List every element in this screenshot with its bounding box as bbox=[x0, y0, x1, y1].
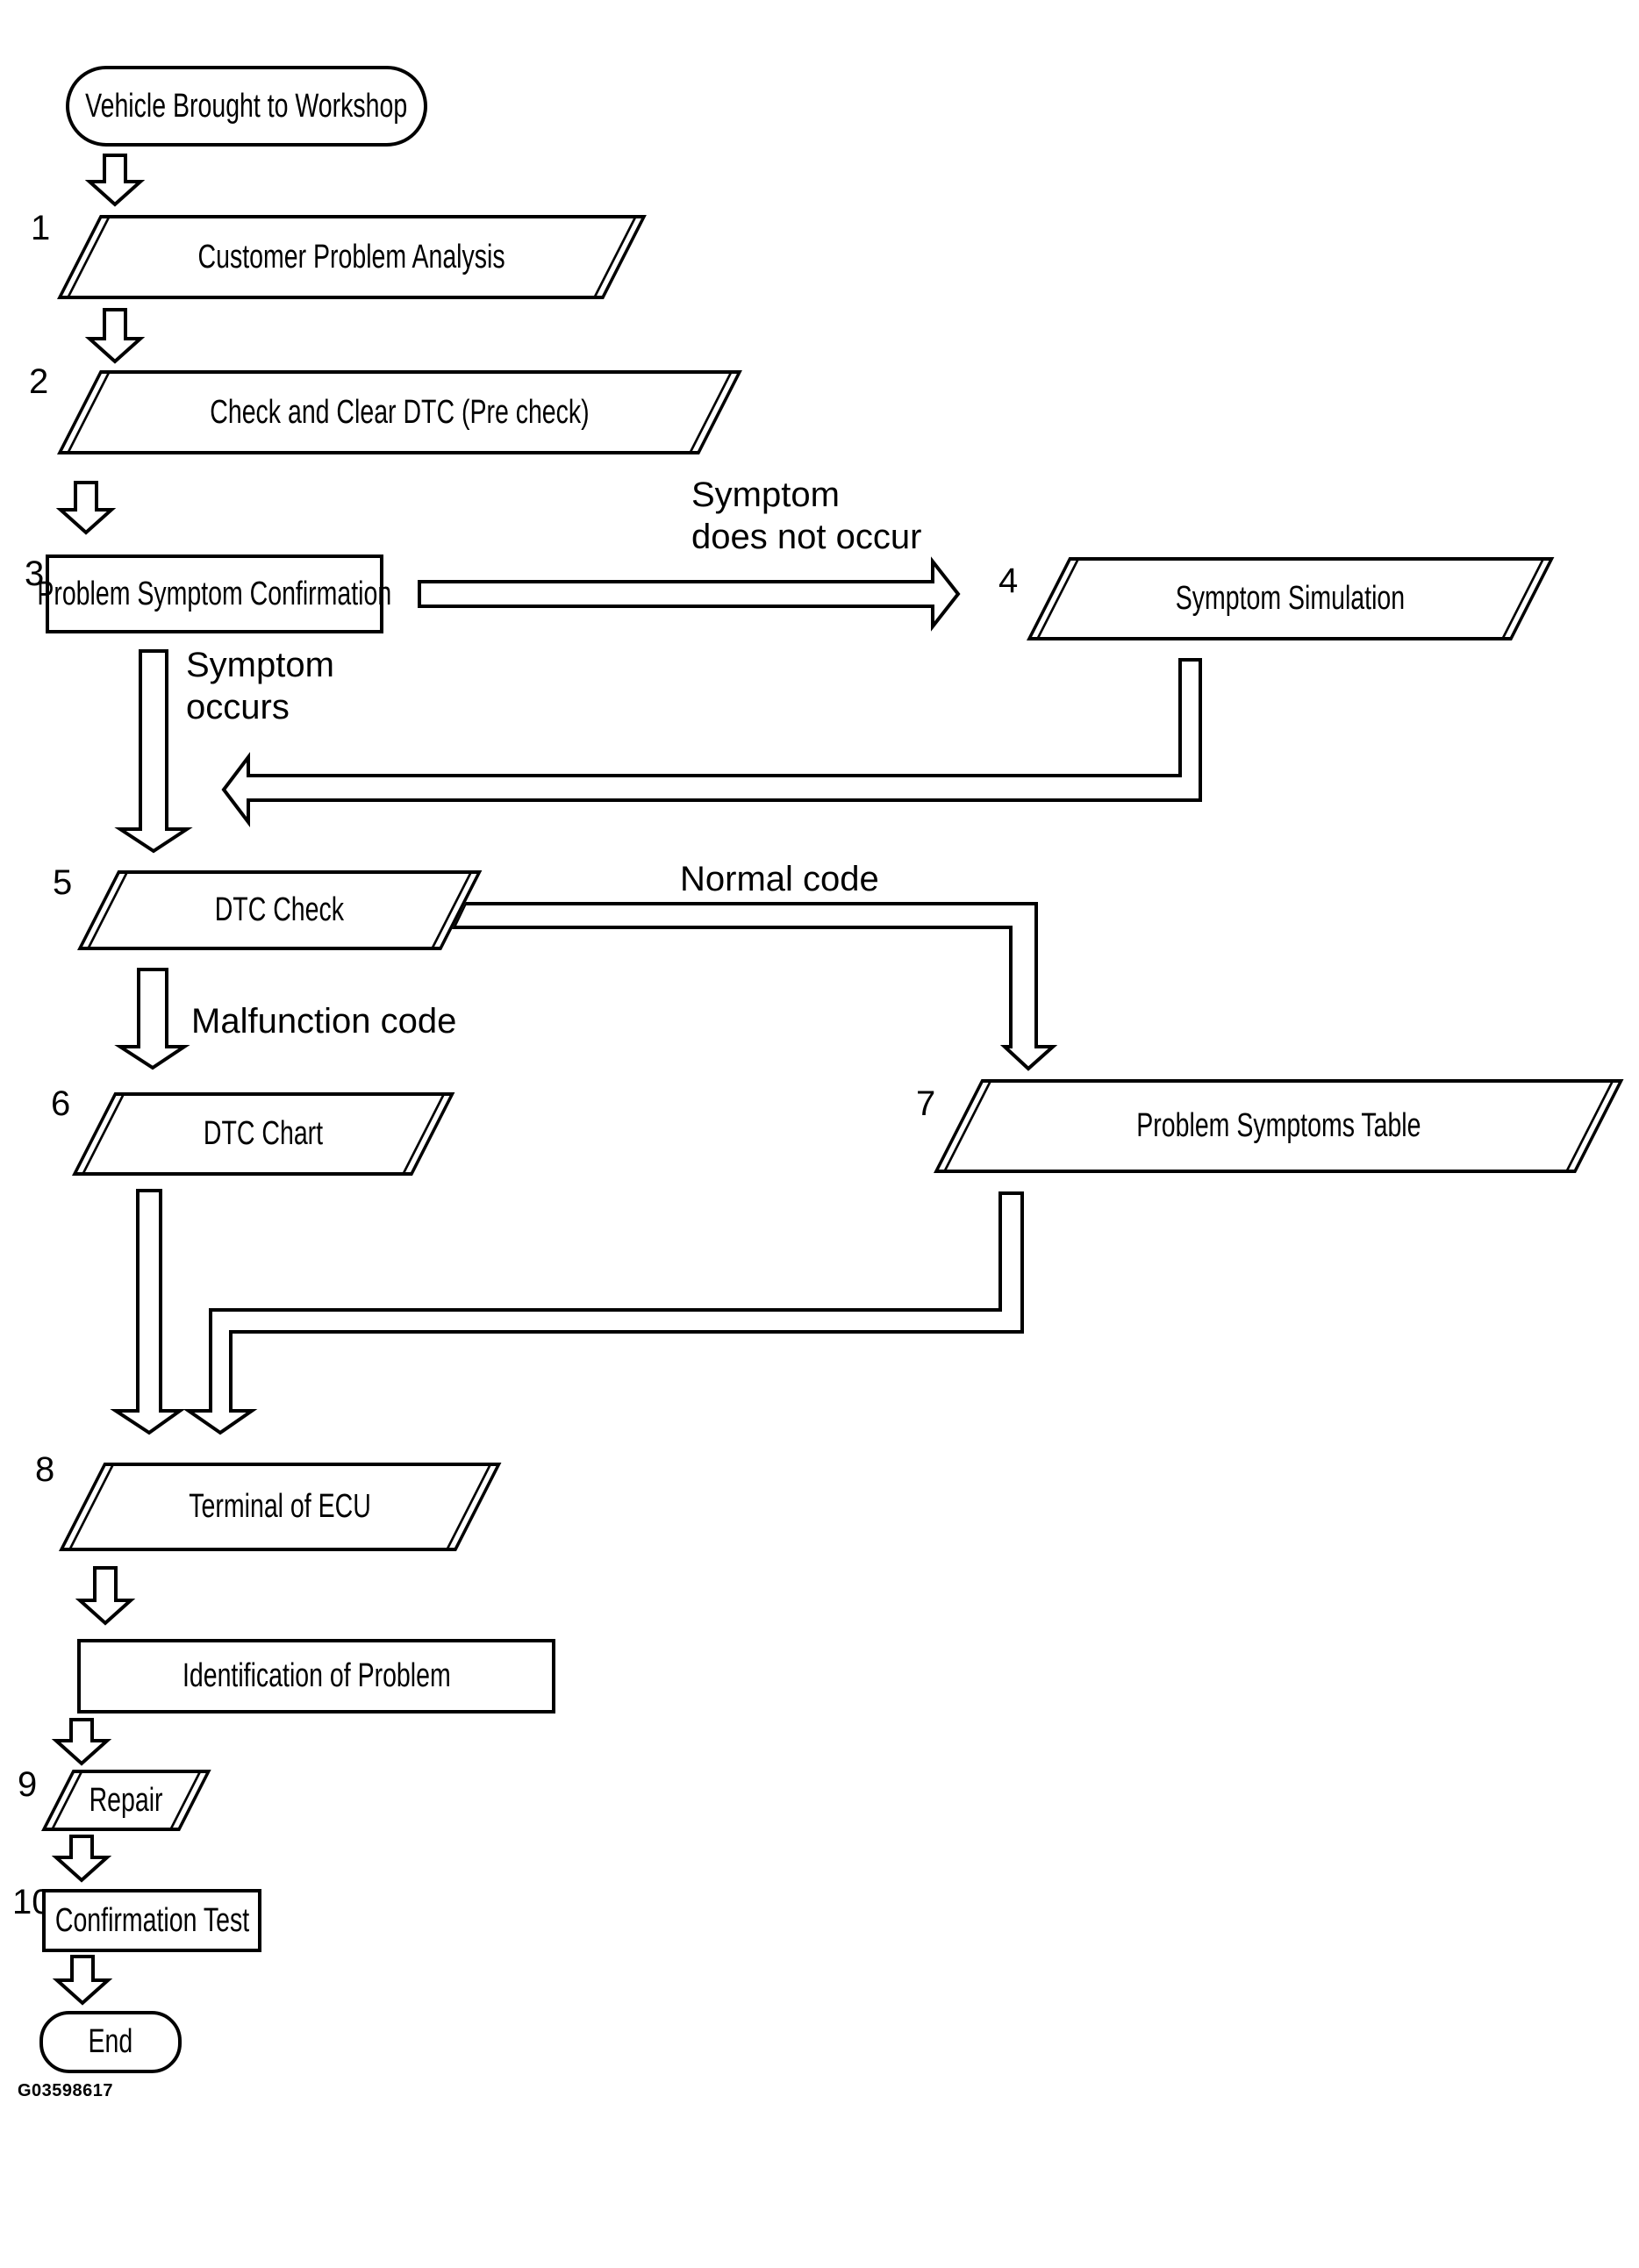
step-number-2: 2 bbox=[29, 362, 49, 401]
label-symptom-occurs: Symptom occurs bbox=[186, 644, 334, 728]
step-number-1: 1 bbox=[31, 209, 51, 247]
label-symptom-does-not-occur-line2: does not occur bbox=[691, 518, 922, 556]
connector-symptoms-table-to-terminal-icon bbox=[183, 1191, 1024, 1435]
step-number-3: 3 bbox=[25, 554, 45, 593]
step5-label: DTC Check bbox=[215, 891, 345, 928]
arrow-step2-to-step3-icon bbox=[55, 481, 117, 535]
step5-dtc-check: DTC Check bbox=[77, 870, 483, 950]
step6-dtc-chart: DTC Chart bbox=[72, 1092, 455, 1176]
step7-label: Problem Symptoms Table bbox=[1136, 1107, 1421, 1144]
label-normal-code: Normal code bbox=[680, 860, 879, 898]
step-number-8: 8 bbox=[35, 1450, 55, 1489]
step7-problem-symptoms-table: Problem Symptoms Table bbox=[934, 1079, 1624, 1173]
step-number-4: 4 bbox=[998, 562, 1019, 600]
arrow-step3-to-dtc-check-icon bbox=[114, 649, 193, 854]
step8-label: Terminal of ECU bbox=[189, 1488, 371, 1525]
end-label: End bbox=[88, 2023, 133, 2060]
step-number-5: 5 bbox=[53, 863, 73, 902]
label-symptom-occurs-line1: Symptom bbox=[186, 646, 334, 684]
arrow-start-to-step1-icon bbox=[84, 154, 146, 207]
arrow-terminal-to-identification-icon bbox=[75, 1566, 136, 1626]
start-terminator: Vehicle Brought to Workshop bbox=[66, 66, 427, 147]
step10-label: Confirmation Test bbox=[54, 1901, 249, 1939]
figure-code: G03598617 bbox=[18, 2081, 114, 2100]
label-symptom-occurs-line2: occurs bbox=[186, 688, 290, 726]
step-number-9: 9 bbox=[18, 1765, 38, 1804]
arrow-dtc-check-to-dtc-chart-icon bbox=[114, 968, 190, 1070]
step-number-6: 6 bbox=[51, 1084, 71, 1123]
arrow-step1-to-step2-icon bbox=[84, 308, 146, 364]
connector-normal-code-to-symptoms-table-icon bbox=[450, 902, 1058, 1071]
step6-label: DTC Chart bbox=[204, 1115, 324, 1152]
arrow-dtc-chart-to-terminal-icon bbox=[110, 1189, 186, 1435]
start-label: Vehicle Brought to Workshop bbox=[85, 87, 408, 125]
end-terminator: End bbox=[39, 2011, 182, 2073]
step4-label: Symptom Simulation bbox=[1176, 580, 1406, 617]
step1-customer-problem-analysis: Customer Problem Analysis bbox=[57, 215, 647, 299]
label-symptom-does-not-occur: Symptom does not occur bbox=[691, 474, 921, 558]
arrow-repair-to-confirmation-icon bbox=[51, 1835, 112, 1883]
step-number-7: 7 bbox=[916, 1084, 936, 1123]
identification-label: Identification of Problem bbox=[182, 1657, 451, 1694]
label-malfunction-code: Malfunction code bbox=[191, 1002, 457, 1041]
arrow-step3-to-symptom-simulation-icon bbox=[418, 556, 961, 632]
step2-check-and-clear-dtc: Check and Clear DTC (Pre check) bbox=[57, 370, 742, 454]
arrow-identification-to-repair-icon bbox=[51, 1718, 112, 1766]
label-symptom-does-not-occur-line1: Symptom bbox=[691, 476, 840, 514]
step9-label: Repair bbox=[89, 1781, 163, 1819]
step2-label: Check and Clear DTC (Pre check) bbox=[210, 393, 590, 431]
arrow-confirmation-to-end-icon bbox=[52, 1955, 113, 2006]
identification-of-problem-box: Identification of Problem bbox=[77, 1639, 555, 1714]
step1-label: Customer Problem Analysis bbox=[197, 238, 505, 275]
step3-problem-symptom-confirmation: Problem Symptom Confirmation bbox=[38, 554, 391, 633]
step3-label: Problem Symptom Confirmation bbox=[37, 575, 392, 612]
step10-confirmation-test: Confirmation Test bbox=[42, 1889, 261, 1952]
step4-symptom-simulation: Symptom Simulation bbox=[1027, 557, 1555, 640]
step8-terminal-of-ecu: Terminal of ECU bbox=[59, 1463, 502, 1551]
arrow-symptom-simulation-return-icon bbox=[221, 658, 1202, 827]
